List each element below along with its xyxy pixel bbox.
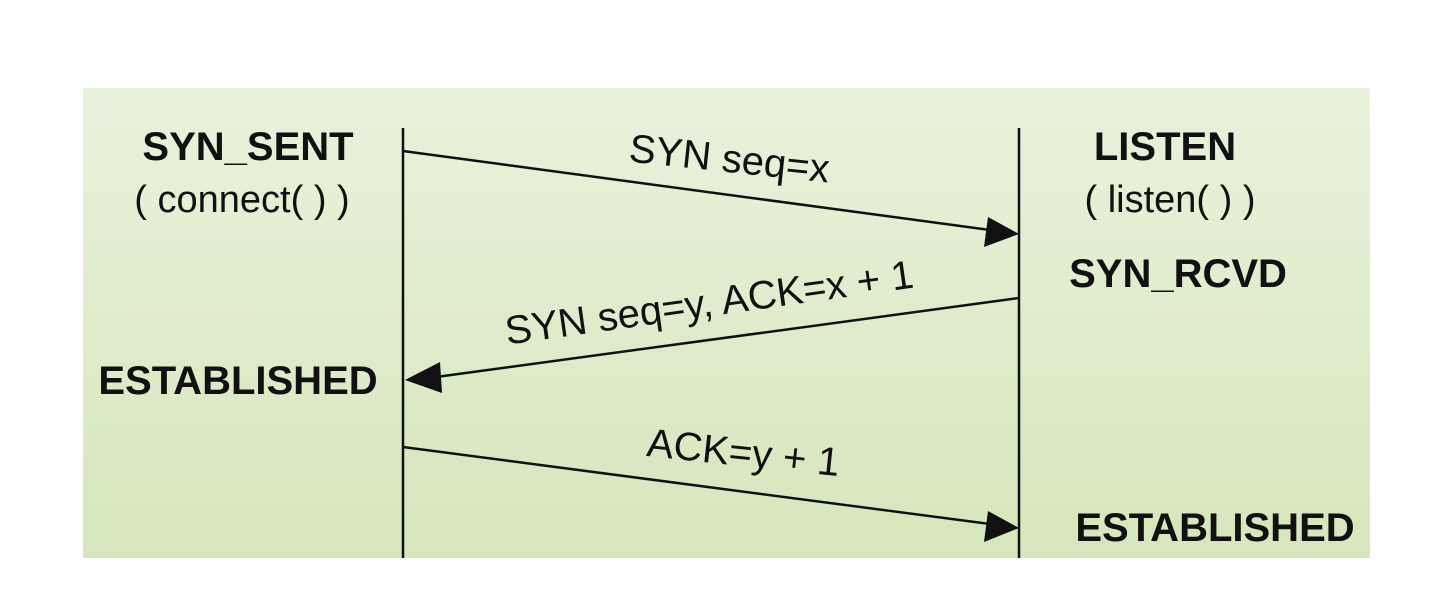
ack-arrow-line	[402, 445, 991, 526]
syn-ack-arrow-line	[435, 296, 1020, 379]
syn-ack-arrow-head	[405, 362, 442, 393]
server-state-listen: LISTEN	[1094, 125, 1236, 169]
client-state-established: ESTABLISHED	[98, 359, 377, 403]
client-state-syn-sent: SYN_SENT	[142, 125, 353, 169]
syn-arrow-head	[984, 217, 1019, 247]
server-state-established: ESTABLISHED	[1075, 506, 1354, 550]
server-call-listen: ( listen( ) )	[1085, 179, 1256, 221]
syn-arrow-line	[402, 149, 991, 232]
ack-arrow-head	[984, 511, 1019, 542]
diagram-background	[83, 88, 1370, 558]
server-state-syn-rcvd: SYN_RCVD	[1069, 252, 1287, 296]
client-call-connect: ( connect( ) )	[134, 179, 349, 221]
